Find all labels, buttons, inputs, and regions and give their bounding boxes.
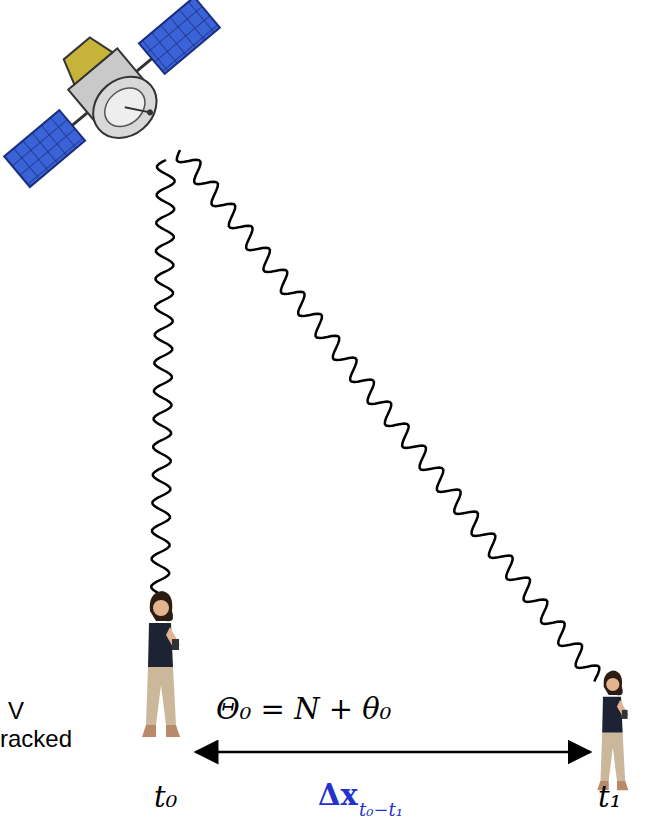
time-label: t₀ bbox=[154, 782, 177, 814]
phase-equation: Θ₀ = N + θ₀ bbox=[216, 694, 391, 726]
displacement-arrow bbox=[196, 751, 590, 754]
side-note: V bbox=[8, 698, 24, 724]
displacement-subscript: t₀−t₁ bbox=[359, 800, 403, 820]
satellite bbox=[0, 0, 238, 208]
pedestrian bbox=[597, 671, 628, 791]
pedestrian bbox=[142, 591, 180, 737]
signal-wave bbox=[151, 160, 174, 598]
side-note: racked bbox=[0, 726, 72, 752]
displacement-label: Δx bbox=[318, 780, 358, 812]
time-label: t₁ bbox=[598, 782, 621, 814]
signal-wave bbox=[177, 150, 600, 682]
